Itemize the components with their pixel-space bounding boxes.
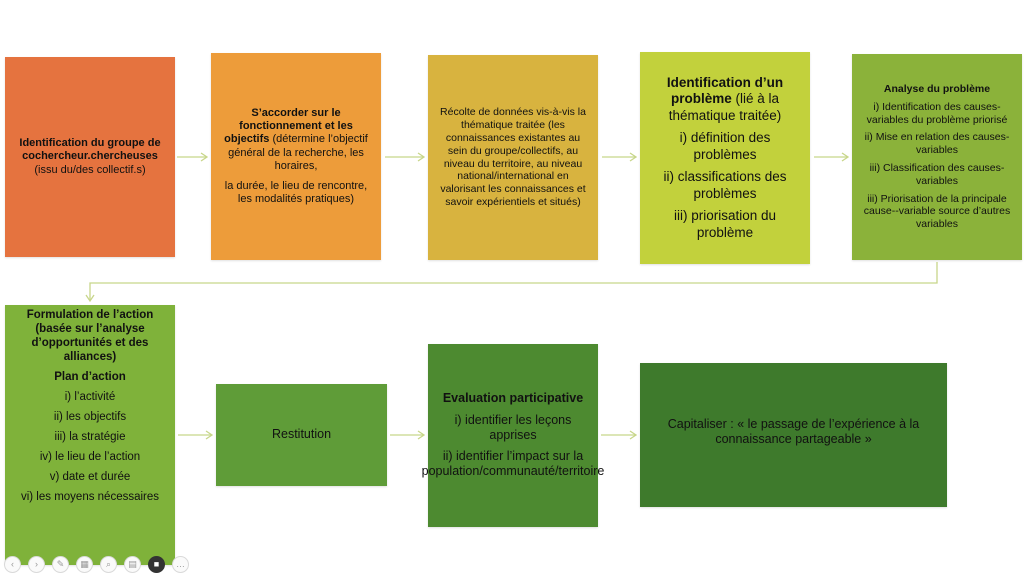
box2-text2: la durée, le lieu de rencontre, les moda… [224,179,368,206]
pen-icon[interactable]: ✎ [52,555,69,573]
arrow-3-4-head [629,152,638,162]
box6-item: ii) les objectifs [53,411,127,424]
box1-title: Identification du groupe de cochercheur.… [19,136,161,163]
more-icon[interactable]: … [172,555,189,573]
zoom-icon[interactable]: ⌕ [100,555,117,573]
box8-title: Evaluation participative [442,391,584,406]
box4-item: iii) priorisation du problème [673,208,777,240]
box4-title-rest: (lié à la thématique traitée) [668,91,782,123]
box-identification-groupe: Identification du groupe de cochercheur.… [5,57,175,257]
box-formulation-action: Formulation de l’action (basée sur l’ana… [5,305,175,565]
arrow-8-9-head [629,430,638,440]
box-analyse-probleme: Analyse du problème i) Identification de… [852,54,1022,260]
box6-item: vi) les moyens nécessaires [20,491,160,504]
box1-text: (issu du/des collectif.s) [34,163,146,176]
box5-title: Analyse du problème [883,83,991,96]
box-restitution: Restitution [216,384,387,486]
box-accorder-fonctionnement: S’accorder sur le fonctionnement et les … [211,53,381,260]
arrow-1-2-head [200,152,209,162]
box3-text: Récolte de données vis-à-vis la thématiq… [440,106,586,208]
box6-title: Formulation de l’action (basée sur l’ana… [26,309,154,364]
box-capitaliser: Capitaliser : « le passage de l’expérien… [640,363,947,507]
arrow-6-7-head [205,430,214,440]
box6-item: iv) le lieu de l’action [39,451,141,464]
box7-text: Restitution [271,427,332,442]
box8-item: i) identifier les leçons apprises [454,412,572,442]
box6-item: iii) la stratégie [54,431,126,444]
box5-item: ii) Mise en relation des causes-variable… [864,131,1010,157]
box8-item: ii) identifier l’impact sur la populatio… [421,449,605,479]
box4-title: Identification d’un problème [666,74,784,107]
arrow-2-3-head [417,152,426,162]
box6-subtitle: Plan d’action [54,371,126,384]
box4-item: i) définition des problèmes [679,130,771,162]
subtitles-icon[interactable]: ▤ [124,555,141,573]
box2-text1: (détermine l’objectif général de la rech… [228,133,368,173]
presentation-toolbar: ‹ › ✎ ▦ ⌕ ▤ ■ … [4,555,189,573]
box-identification-probleme: Identification d’un problème (lié à la t… [640,52,810,264]
box5-item: i) Identification des causes-variables d… [866,100,1008,126]
next-icon[interactable]: › [28,555,45,573]
box6-item: v) date et durée [49,471,131,484]
box-evaluation-participative: Evaluation participative i) identifier l… [422,344,604,527]
box5-item: iii) Classification des causes-variables [869,162,1005,187]
box5-item: iii) Priorisation de la principale cause… [863,192,1011,231]
slides-icon[interactable]: ▦ [76,555,93,573]
box2-title: S’accorder sur le fonctionnement et les … [224,106,353,146]
camera-icon[interactable]: ■ [148,555,165,573]
arrow-4-5-head [841,152,850,162]
arrow-5-6 [89,262,938,300]
prev-icon[interactable]: ‹ [4,555,21,573]
box6-item: i) l’activité [64,391,116,404]
box4-item: ii) classifications des problèmes [663,169,787,201]
box-recolte-donnees: Récolte de données vis-à-vis la thématiq… [428,55,598,260]
box9-text: Capitaliser : « le passage de l’expérien… [667,417,920,447]
arrow-5-6-head [85,294,95,303]
arrow-7-8-head [417,430,426,440]
